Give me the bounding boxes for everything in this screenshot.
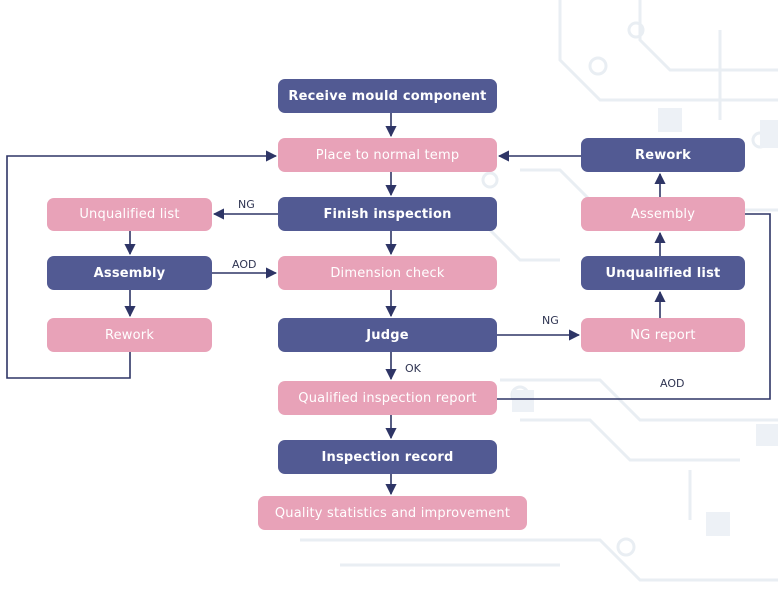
- edge-left-rework-loop: [6, 150, 278, 379]
- node-judge: Judge: [278, 318, 497, 352]
- node-left-unqualified: Unqualified list: [47, 198, 212, 231]
- node-finish: Finish inspection: [278, 197, 497, 231]
- node-right-rework: Rework: [581, 138, 745, 172]
- node-quality: Quality statistics and improvement: [258, 496, 527, 530]
- edge-label-finish-ng: NG: [238, 198, 255, 211]
- node-left-rework: Rework: [47, 318, 212, 352]
- edge-label-right-aod: AOD: [660, 377, 685, 390]
- node-right-assembly: Assembly: [581, 197, 745, 231]
- node-dimension: Dimension check: [278, 256, 497, 290]
- node-qualified: Qualified inspection report: [278, 381, 497, 415]
- edge-label-judge-ng: NG: [542, 314, 559, 327]
- edge-label-judge-ok: OK: [405, 362, 421, 375]
- node-receive: Receive mould component: [278, 79, 497, 113]
- edge-label-assembly-aod: AOD: [232, 258, 257, 271]
- node-right-ng-report: NG report: [581, 318, 745, 352]
- node-place: Place to normal temp: [278, 138, 497, 172]
- edge-right-aod-loop: [497, 213, 771, 400]
- node-record: Inspection record: [278, 440, 497, 474]
- node-right-unqualified: Unqualified list: [581, 256, 745, 290]
- node-left-assembly: Assembly: [47, 256, 212, 290]
